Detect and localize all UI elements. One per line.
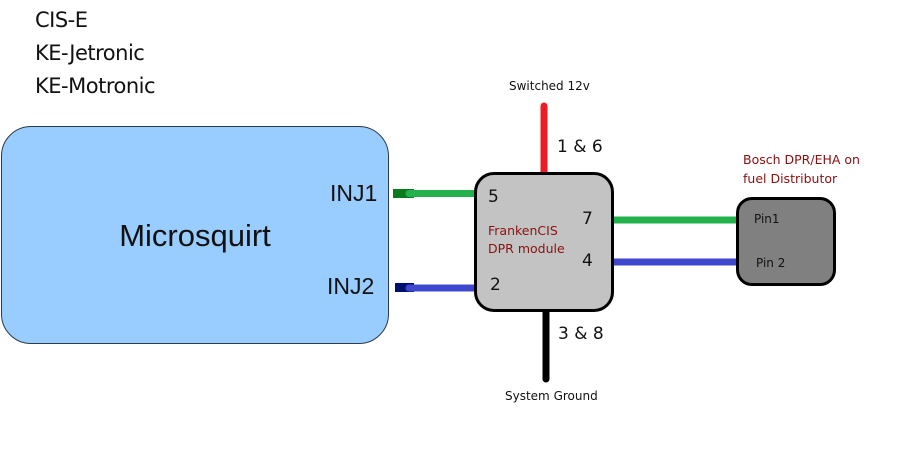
system-label-cis-e: CIS-E (35, 8, 88, 32)
actuator-label-line1: Bosch DPR/EHA on (743, 152, 860, 167)
inj2-label: INJ2 (327, 273, 375, 299)
dpr-module-block (474, 172, 614, 312)
ground-pins-label: 3 & 8 (558, 324, 604, 344)
power-pins-label: 1 & 6 (557, 137, 603, 157)
inj2-connector-stub (395, 283, 414, 292)
ground-label: System Ground (505, 389, 598, 403)
module-label-line1: FrankenCIS (488, 223, 558, 238)
inj1-label: INJ1 (330, 180, 378, 206)
module-pin-2: 2 (490, 275, 501, 295)
dpr-actuator-block (736, 197, 836, 286)
system-label-ke-motronic: KE-Motronic (35, 74, 156, 98)
inj1-connector-stub (393, 189, 414, 198)
actuator-label-line2: fuel Distributor (743, 171, 838, 186)
system-label-ke-jetronic: KE-Jetronic (35, 41, 145, 65)
actuator-pin2-label: Pin 2 (756, 256, 786, 270)
module-pin-4: 4 (582, 251, 593, 271)
microsquirt-block (1, 126, 389, 344)
module-label-line2: DPR module (488, 241, 565, 256)
actuator-pin1-label: Pin1 (754, 212, 780, 226)
module-pin-7: 7 (582, 209, 593, 229)
power-label: Switched 12v (509, 79, 590, 93)
module-pin-5: 5 (488, 187, 499, 207)
microsquirt-label: Microsquirt (119, 218, 271, 253)
